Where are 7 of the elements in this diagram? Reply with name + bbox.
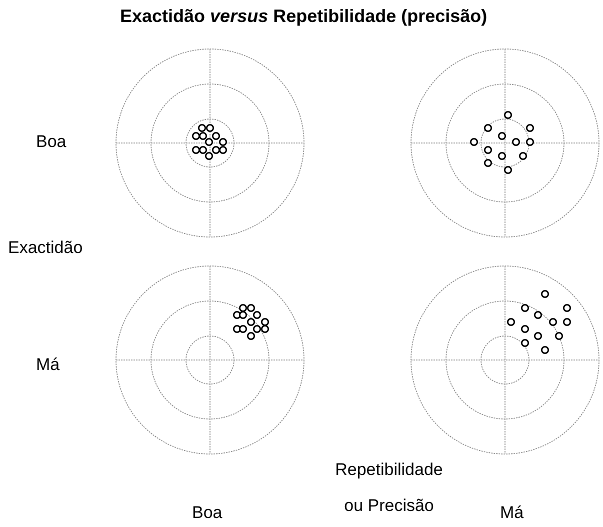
row-label: Má [36,355,60,375]
chart-title: Exactidão versus Repetibilidade (precisão) [120,6,488,27]
axis-title: Exactidão [8,238,83,258]
row-label: Boa [36,132,66,152]
column-label: Boa [192,503,222,523]
axis-title: Repetibilidade ou Precisão [334,459,444,517]
column-label: Má [500,503,524,523]
